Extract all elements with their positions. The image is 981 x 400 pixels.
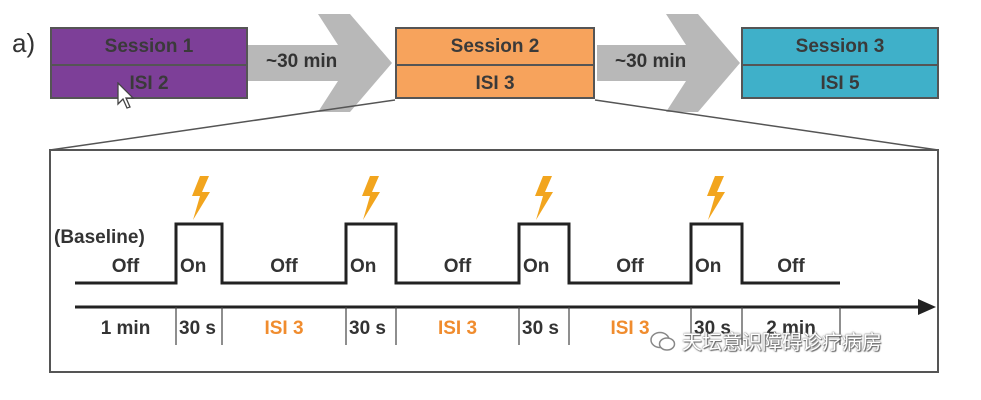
duration-ticks (175, 307, 841, 345)
stimulation-bolts (192, 176, 725, 220)
session-3-box: Session 3 ISI 5 (741, 27, 939, 99)
duration-labels: 1 min 30 s ISI 3 30 s ISI 3 30 s ISI 3 30 s 2 mi… (101, 318, 816, 339)
baseline-label: (Baseline) (54, 227, 145, 248)
zoom-line-right (594, 99, 939, 151)
panel-label: a) (12, 28, 36, 58)
watermark-text: 天坛意识障碍诊疗病房 (682, 332, 882, 354)
state-label: On (523, 256, 549, 277)
session-1-box: Session 1 ISI 2 (50, 27, 248, 99)
duration-label: 30 s (349, 318, 386, 339)
isi-duration-label: ISI 3 (438, 318, 477, 339)
lightning-bolt-icon (535, 176, 553, 220)
state-label: Off (112, 256, 140, 277)
duration-label: 30 s (522, 318, 559, 339)
duration-label: 2 min (766, 318, 816, 339)
session-3-title: Session 3 (743, 29, 937, 66)
gap-arrow-2 (597, 14, 740, 112)
state-label: Off (444, 256, 472, 277)
state-label: Off (270, 256, 298, 277)
time-axis-arrowhead (918, 299, 936, 315)
session-1-title: Session 1 (52, 29, 246, 66)
state-label: Off (777, 256, 805, 277)
watermark: 天坛意识障碍诊疗病房 (650, 326, 882, 355)
lightning-bolt-icon (707, 176, 725, 220)
session-3-isi: ISI 5 (820, 72, 860, 94)
gap-arrow-1 (248, 14, 392, 112)
gap-label-2: ~30 min (615, 51, 687, 72)
duration-label: 30 s (694, 318, 731, 339)
wechat-icon (650, 331, 676, 351)
isi-duration-label: ISI 3 (610, 318, 649, 339)
isi-duration-label: ISI 3 (264, 318, 303, 339)
duration-label: 30 s (179, 318, 216, 339)
mouse-cursor-icon (117, 82, 135, 109)
timeline-frame (49, 149, 939, 373)
lightning-bolt-icon (362, 176, 380, 220)
session-2-box: Session 2 ISI 3 (395, 27, 595, 99)
state-labels: Off On Off On Off On Off On Off (112, 256, 806, 277)
session-2-title: Session 2 (397, 29, 593, 66)
state-label: On (695, 256, 721, 277)
zoom-line-left (49, 99, 396, 151)
state-label: Off (616, 256, 644, 277)
state-label: On (350, 256, 376, 277)
gap-label-1: ~30 min (266, 51, 338, 72)
session-1-isi: ISI 2 (129, 72, 169, 94)
duration-label: 1 min (101, 318, 151, 339)
stimulation-wave (75, 222, 840, 285)
lightning-bolt-icon (192, 176, 210, 220)
state-label: On (180, 256, 206, 277)
session-2-isi: ISI 3 (475, 72, 515, 94)
